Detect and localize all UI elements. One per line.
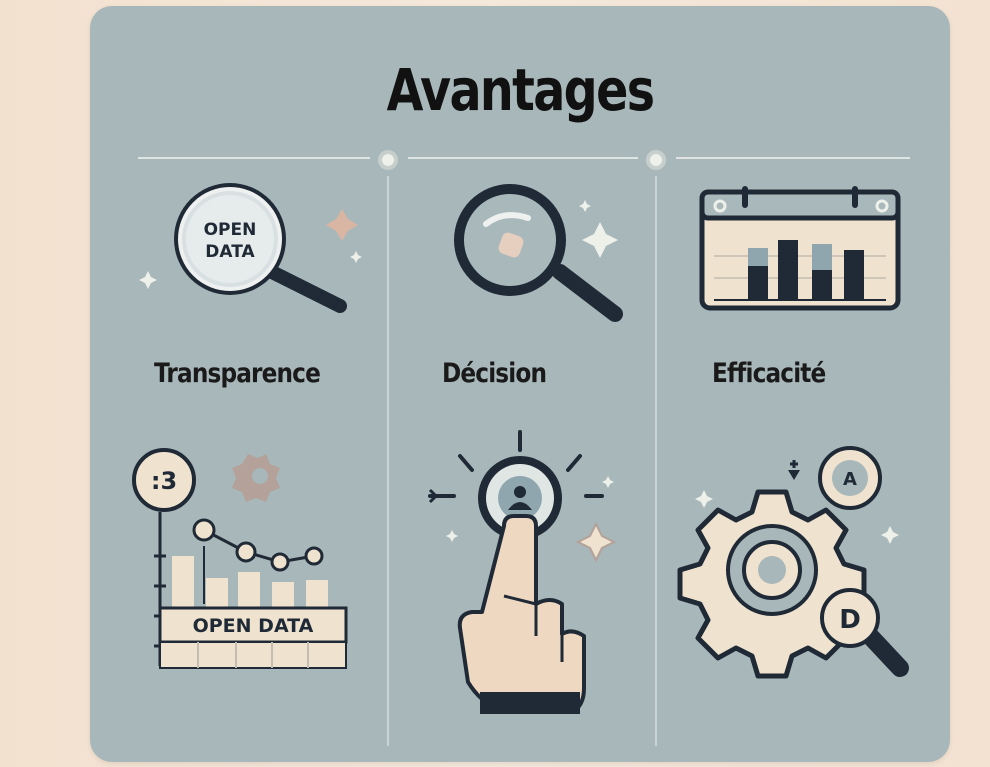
- small-gear-badge-label: A: [843, 469, 857, 490]
- divider-left: [138, 157, 370, 159]
- timeline-node-2: [646, 150, 666, 170]
- column-separator-1: [387, 176, 389, 746]
- stat-badge-label: :3: [151, 467, 177, 495]
- column-label-transparence: Transparence: [154, 358, 321, 389]
- magnifier-label-line-2: DATA: [205, 242, 255, 262]
- open-data-magnifier-icon: OPEN DATA: [139, 183, 362, 313]
- timeline-node-1: [378, 150, 398, 170]
- column-label-decision: Décision: [442, 358, 547, 389]
- infographic-panel: Avantages Transparence Décision Efficaci…: [90, 6, 950, 762]
- column-label-efficacite: Efficacité: [712, 358, 826, 389]
- divider-right: [676, 157, 910, 159]
- magnifier-badge-label: D: [839, 605, 861, 635]
- magnifier-label-line-1: OPEN: [204, 220, 257, 240]
- chart-banner-label: OPEN DATA: [193, 615, 314, 637]
- calendar-chart-icon: [699, 186, 901, 311]
- column-separator-2: [655, 176, 657, 746]
- open-data-chart-icon: :3 OPEN DATA: [132, 448, 348, 669]
- magnifier-icon: [454, 184, 623, 322]
- gears-icon: A D: [677, 446, 909, 679]
- page-title: Avantages: [386, 56, 655, 124]
- divider-middle: [408, 157, 638, 159]
- hand-pressing-button-icon: [428, 430, 617, 714]
